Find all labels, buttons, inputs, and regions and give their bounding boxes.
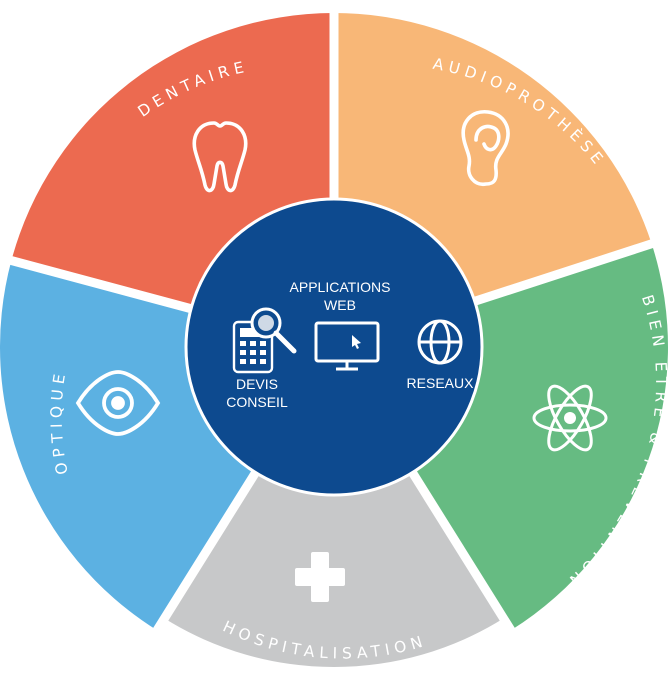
hub-outline (184, 197, 484, 497)
calculator-magnifier-icon (232, 307, 297, 374)
eye-icon (75, 370, 161, 436)
segment-bien-etre-prevention[interactable] (411, 243, 669, 631)
segment-audioprothese[interactable] (334, 13, 652, 302)
hub-label-web: WEB (324, 297, 356, 313)
segment-dentaire[interactable] (11, 13, 335, 310)
separator-line (0, 253, 197, 315)
medical-cross-icon (295, 552, 345, 602)
hub-label-conseil: CONSEIL (226, 394, 288, 410)
segment-optique[interactable] (0, 260, 257, 631)
hub-label-devis: DEVIS (236, 376, 278, 392)
atom-icon (532, 384, 608, 452)
label-optique: OPTIQUE (48, 368, 72, 476)
ear-icon (461, 110, 510, 186)
separator-line (147, 466, 262, 642)
separator-line (469, 236, 664, 307)
center-hub (186, 199, 482, 495)
monitor-cursor-icon (314, 321, 380, 371)
globe-icon (417, 319, 463, 365)
separator-line (406, 466, 521, 642)
segment-separators (0, 2, 664, 642)
hub-label-applications: APPLICATIONS (290, 279, 391, 295)
tooth-icon (192, 121, 248, 193)
hub-label-reseaux: RESEAUX (407, 375, 475, 391)
